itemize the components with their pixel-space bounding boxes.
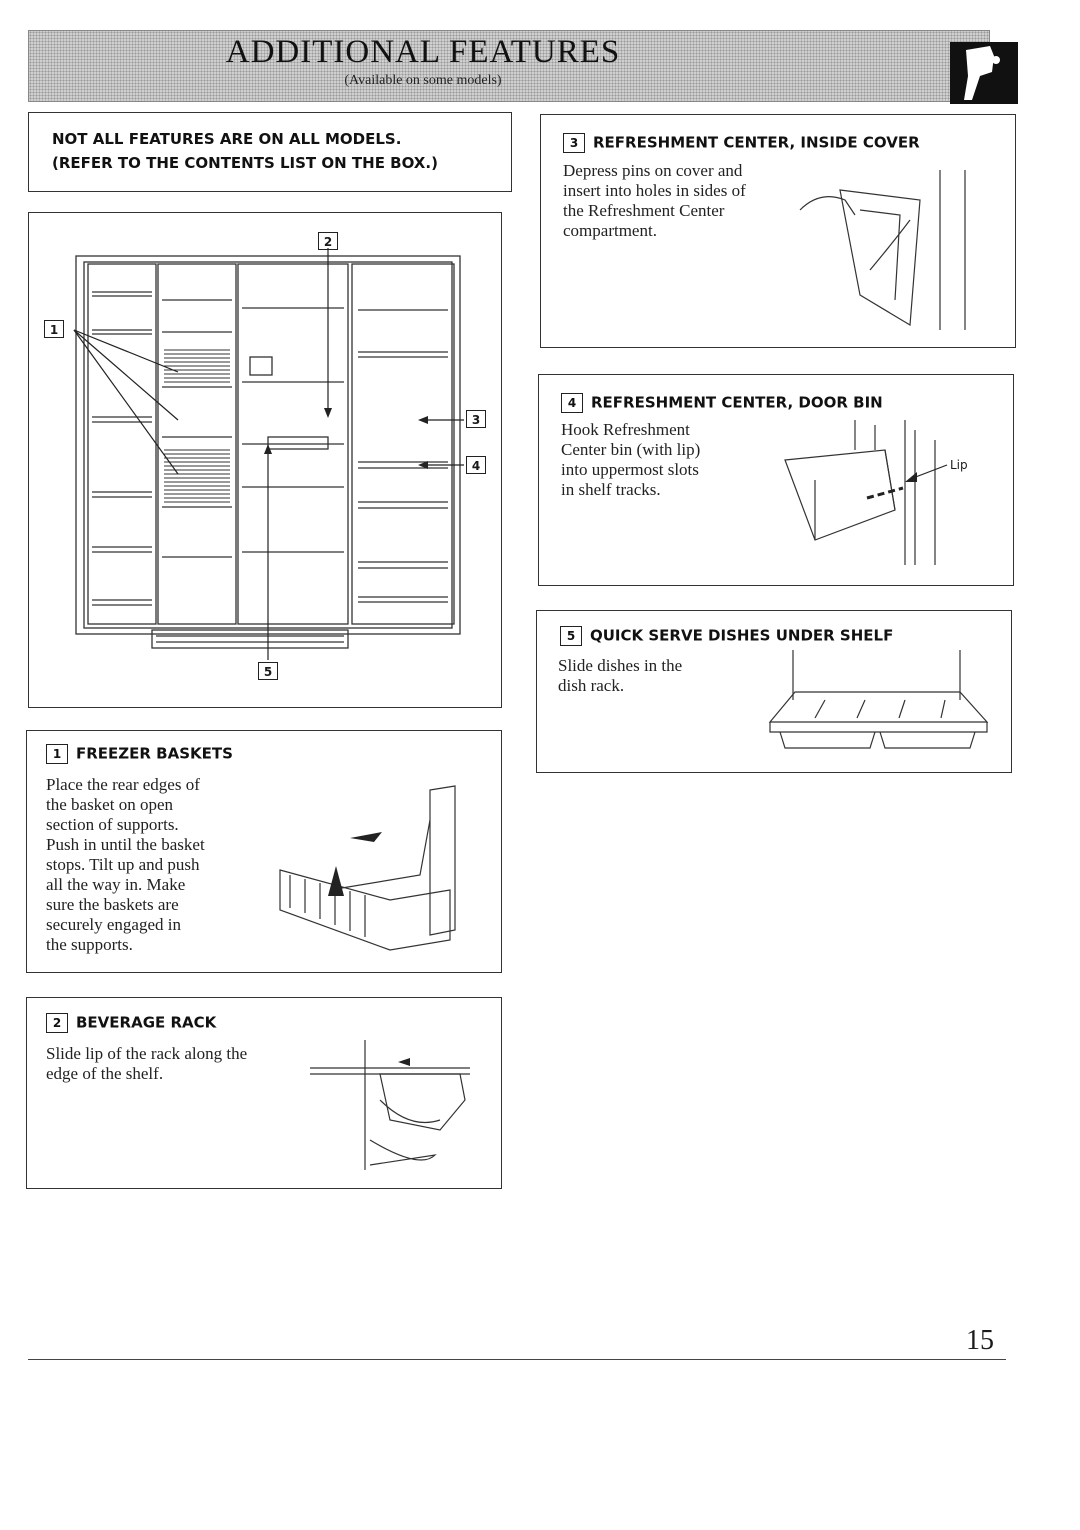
text-line: Place the rear edges of (46, 775, 200, 794)
text-line: dish rack. (558, 676, 625, 695)
page-title: ADDITIONAL FEATURES (225, 34, 621, 70)
notice-line-2: (REFER TO THE CONTENTS LIST ON THE BOX.) (52, 154, 438, 172)
text-line: section of supports. (46, 815, 179, 834)
refreshment-bin-text: Hook Refreshment Center bin (with lip) i… (561, 420, 761, 500)
refreshment-cover-title: REFRESHMENT CENTER, INSIDE COVER (593, 133, 920, 152)
text-line: securely engaged in (46, 915, 181, 934)
quick-serve-heading: 5 QUICK SERVE DISHES UNDER SHELF (560, 626, 893, 646)
refreshment-cover-number: 3 (563, 133, 585, 153)
text-line: Slide lip of the rack along the (46, 1044, 248, 1063)
refrigerator-logo-icon (950, 42, 1018, 104)
freezer-basket-illustration (279, 785, 456, 951)
beverage-rack-number: 2 (46, 1013, 68, 1033)
callout-5: 5 (258, 662, 278, 680)
text-line: Center bin (with lip) (561, 440, 701, 459)
quick-serve-illustration (768, 650, 989, 749)
refreshment-cover-illustration (799, 170, 966, 330)
text-line: Push in until the basket (46, 835, 205, 854)
text-line: the Refreshment Center (563, 201, 725, 220)
notice-text: NOT ALL FEATURES ARE ON ALL MODELS. (REF… (52, 127, 502, 175)
notice-box (28, 112, 512, 192)
lip-label: Lip (950, 458, 968, 472)
text-line: Depress pins on cover and (563, 161, 743, 180)
freezer-baskets-text: Place the rear edges of the basket on op… (46, 775, 286, 955)
refreshment-bin-title: REFRESHMENT CENTER, DOOR BIN (591, 393, 883, 412)
text-line: Slide dishes in the (558, 656, 683, 675)
refrigerator-diagram-box (28, 212, 502, 708)
footer-rule (28, 1359, 1006, 1360)
text-line: stops. Tilt up and push (46, 855, 200, 874)
beverage-rack-text: Slide lip of the rack along the edge of … (46, 1044, 306, 1084)
refreshment-bin-illustration (784, 420, 948, 565)
text-line: sure the baskets are (46, 895, 179, 914)
refreshment-cover-heading: 3 REFRESHMENT CENTER, INSIDE COVER (563, 133, 920, 153)
text-line: all the way in. Make (46, 875, 186, 894)
beverage-rack-heading: 2 BEVERAGE RACK (46, 1013, 216, 1033)
header-banner (28, 30, 990, 102)
refreshment-bin-heading: 4 REFRESHMENT CENTER, DOOR BIN (561, 393, 883, 413)
page-subtitle: (Available on some models) (344, 73, 502, 88)
refrigerator-diagram (73, 248, 464, 660)
text-line: the supports. (46, 935, 133, 954)
refreshment-cover-section (540, 114, 1016, 348)
text-line: in shelf tracks. (561, 480, 661, 499)
text-line: into uppermost slots (561, 460, 699, 479)
freezer-baskets-number: 1 (46, 744, 68, 764)
quick-serve-title: QUICK SERVE DISHES UNDER SHELF (590, 626, 894, 645)
callout-3: 3 (466, 410, 486, 428)
notice-line-1: NOT ALL FEATURES ARE ON ALL MODELS. (52, 130, 402, 148)
quick-serve-text: Slide dishes in the dish rack. (558, 656, 758, 696)
callout-2: 2 (318, 232, 338, 250)
text-line: the basket on open (46, 795, 173, 814)
text-line: compartment. (563, 221, 657, 240)
text-line: Hook Refreshment (561, 420, 690, 439)
refreshment-cover-text: Depress pins on cover and insert into ho… (563, 161, 803, 241)
freezer-baskets-heading: 1 FREEZER BASKETS (46, 744, 233, 764)
freezer-baskets-title: FREEZER BASKETS (76, 744, 233, 763)
freezer-baskets-section (26, 730, 502, 973)
text-line: edge of the shelf. (46, 1064, 164, 1083)
quick-serve-number: 5 (560, 626, 582, 646)
callout-1: 1 (44, 320, 64, 338)
refreshment-bin-number: 4 (561, 393, 583, 413)
beverage-rack-illustration (310, 1040, 470, 1170)
page-number: 15 (966, 1325, 994, 1356)
beverage-rack-title: BEVERAGE RACK (76, 1013, 217, 1032)
text-line: insert into holes in sides of (563, 181, 746, 200)
callout-4: 4 (466, 456, 486, 474)
